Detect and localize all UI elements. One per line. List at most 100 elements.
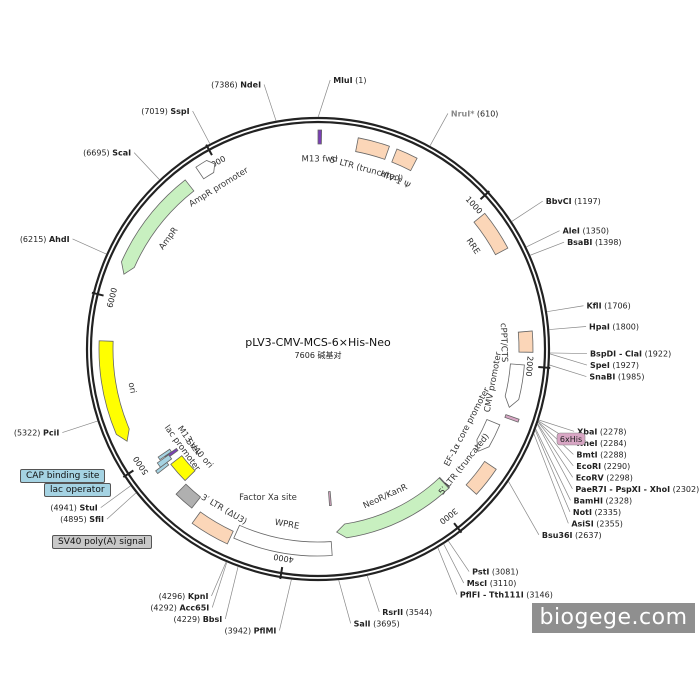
feature-sv40-poly-a-signal — [175, 483, 202, 509]
site-leader-line — [263, 84, 277, 121]
site-leader-line — [338, 579, 352, 624]
site-leader-line — [530, 241, 565, 256]
his-tag-label: 6xHis — [556, 432, 586, 446]
tick-mark — [91, 291, 104, 297]
tick-label: 2000 — [524, 356, 535, 377]
restriction-site-stui: (4941) StuI — [50, 504, 97, 513]
restriction-site-bbsi: (4229) BbsI — [174, 615, 223, 624]
backbone-layer — [85, 116, 551, 582]
feature-neor-kanr — [336, 477, 450, 539]
restriction-site-mlui: MluI (1) — [333, 76, 366, 85]
site-leader-line — [535, 428, 571, 501]
restriction-site-ahdi: (6215) AhdI — [20, 235, 70, 244]
restriction-site-ecorv: EcoRV (2298) — [576, 473, 633, 482]
tick-label: 3000 — [438, 506, 460, 526]
feature-label: M13 fwd — [302, 154, 338, 164]
feature-wpre — [233, 524, 333, 557]
restriction-site-psti: PstI (3081) — [472, 568, 518, 577]
feature-cppt-cts — [517, 330, 534, 353]
site-leader-line — [443, 543, 465, 584]
tick-mark — [279, 566, 284, 580]
feature-sv40-ori — [170, 455, 196, 482]
site-leader-line — [429, 113, 449, 147]
cap-binding-site-label: CAP binding site — [20, 469, 106, 483]
site-leader-line — [549, 326, 587, 330]
restriction-site-alei: AleI (1350) — [563, 227, 610, 236]
tick-mark — [122, 469, 134, 478]
restriction-site-sfii: (4895) SfiI — [60, 515, 104, 524]
restriction-site-nrui: NruI* (610) — [451, 109, 499, 118]
feature-label: ori — [126, 382, 138, 395]
site-leader-line — [537, 424, 573, 489]
tick-mark — [453, 522, 463, 534]
feature-label: CMV promoter — [483, 351, 504, 414]
feature-rre — [473, 212, 509, 256]
feature-layer — [98, 129, 534, 557]
restriction-site-hpai: HpaI (1800) — [589, 322, 639, 331]
restriction-site-paer7i-pspxi-xhoi: PaeR7I - PspXI - XhoI (2302) — [575, 485, 699, 494]
site-leader-line — [100, 485, 131, 508]
feature-5-ltr-truncated — [465, 460, 497, 495]
watermark: biogege.com — [532, 603, 695, 633]
restriction-site-ndei: (7386) NdeI — [211, 80, 261, 89]
sv40-polya-signal-label: SV40 poly(A) signal — [52, 535, 152, 549]
restriction-site-bsabi: BsaBI (1398) — [567, 238, 622, 247]
site-layer: MluI (1)NruI* (610)BbvCI (1197)AleI (135… — [14, 76, 699, 635]
feature-ef-1-core-promoter — [476, 418, 501, 452]
feature-ampr-promoter — [195, 160, 216, 180]
site-leader-line — [211, 561, 227, 597]
restriction-site-ecori: EcoRI (2290) — [576, 462, 630, 471]
restriction-site-acc65i: (4292) Acc65I — [150, 603, 209, 612]
feature-lac-operator — [157, 448, 172, 461]
restriction-site-asisi: AsiSI (2355) — [571, 519, 623, 528]
site-leader-line — [537, 423, 573, 478]
lac-operator-label: lac operator — [44, 483, 111, 497]
restriction-site-spei: SpeI (1927) — [590, 361, 639, 370]
restriction-site-bspdi-clai: BspDI - ClaI (1922) — [590, 350, 671, 359]
site-leader-line — [538, 421, 574, 455]
feature-ori — [98, 340, 130, 442]
tick-mark — [538, 365, 551, 369]
plasmid-size: 7606 碱基对 — [295, 350, 342, 360]
feature-label: WPRE — [274, 518, 300, 532]
site-leader-line — [534, 430, 571, 512]
site-leader-line — [366, 575, 380, 612]
feature-6xhis — [504, 414, 520, 423]
site-leader-line — [537, 421, 574, 467]
restriction-site-msci: MscI (3110) — [467, 579, 517, 588]
site-leader-line — [279, 579, 292, 631]
site-leader-line — [106, 492, 137, 520]
tick-label: 6000 — [105, 287, 119, 309]
site-leader-line — [224, 566, 239, 620]
feature-factor-xa-site — [328, 491, 332, 507]
restriction-site-pflfi-tth111i: PflFI - Tth111I (3146) — [460, 591, 553, 600]
plasmid-backbone-inner — [89, 120, 547, 578]
site-leader-line — [549, 364, 587, 377]
site-leader-line — [211, 562, 228, 608]
site-leader-line — [448, 540, 470, 572]
restriction-site-rsrii: RsrII (3544) — [382, 608, 432, 617]
feature-m13-fwd — [317, 129, 323, 145]
site-leader-line — [72, 238, 107, 255]
feature-5-ltr-truncated — [355, 137, 390, 160]
feature-label: AmpR — [157, 225, 180, 251]
site-leader-line — [538, 419, 575, 432]
site-leader-line — [533, 433, 569, 524]
feature-label: AmpR promoter — [188, 165, 251, 209]
feature-label: Factor Xa site — [239, 493, 297, 503]
tick-mark — [205, 144, 213, 156]
restriction-site-kfli: KflI (1706) — [586, 302, 630, 311]
feature-ampr — [121, 179, 195, 275]
restriction-site-pflmi: (3942) PflMI — [225, 626, 277, 635]
restriction-site-pcii: (5322) PciI — [14, 429, 60, 438]
tick-label: 5000 — [132, 455, 151, 477]
site-leader-line — [437, 547, 458, 595]
restriction-site-nhei: NheI (2284) — [577, 439, 627, 448]
restriction-site-xbai: XbaI (2278) — [577, 427, 626, 436]
restriction-site-bamhi: BamHI (2328) — [573, 496, 632, 505]
restriction-site-snabi: SnaBI (1985) — [589, 373, 644, 382]
restriction-site-sali: SalI (3695) — [354, 619, 400, 628]
plasmid-backbone-outer — [85, 116, 551, 582]
restriction-site-scai: (6695) ScaI — [83, 149, 131, 158]
